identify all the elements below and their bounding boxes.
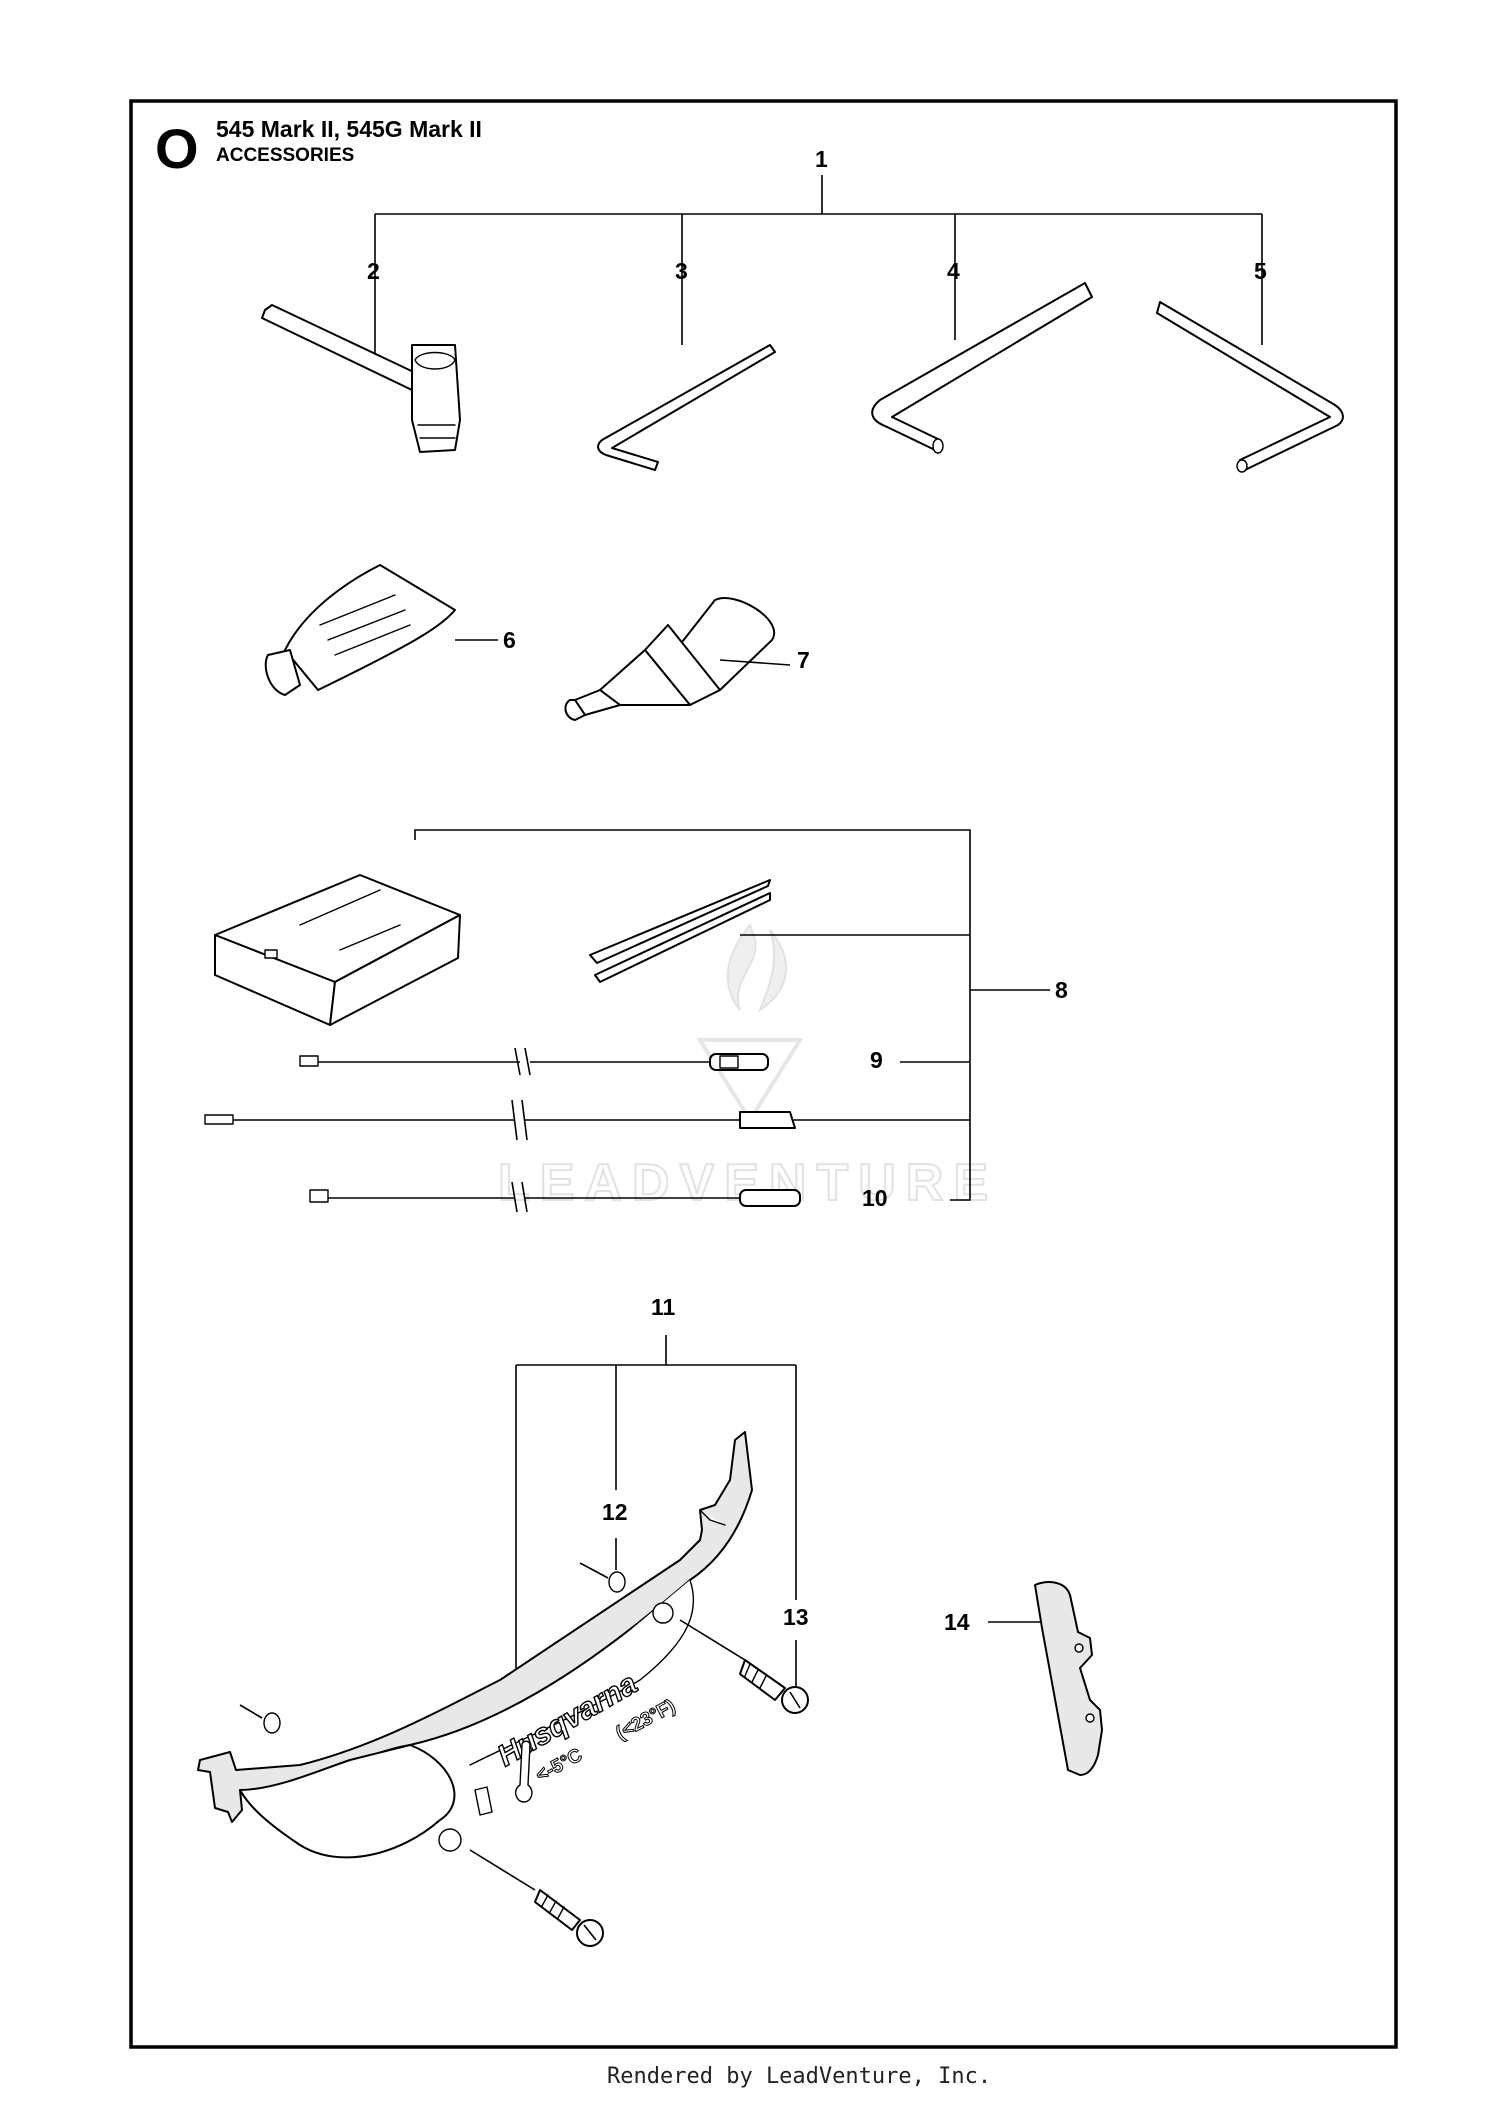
leader-group-1 xyxy=(374,175,1263,355)
callout-9: 9 xyxy=(870,1047,883,1073)
leader-group-8 xyxy=(414,829,1050,1201)
part-9-cable xyxy=(299,1047,769,1076)
callout-13: 13 xyxy=(783,1604,809,1630)
part-4-hex-key-large xyxy=(871,282,1093,454)
footer-credit: Rendered by LeadVenture, Inc. xyxy=(607,2064,991,2089)
callout-1: 1 xyxy=(815,146,828,172)
part-5-torx-key xyxy=(1156,301,1344,473)
part-3-hex-key-small xyxy=(597,344,776,471)
callout-7: 7 xyxy=(797,647,810,673)
part-14-bracket xyxy=(1034,1581,1103,1776)
header: O 545 Mark II, 545G Mark II ACCESSORIES xyxy=(155,116,482,180)
diagram-frame xyxy=(129,99,1398,2049)
callout-11: 11 xyxy=(651,1294,676,1320)
part-2-combination-wrench xyxy=(261,304,461,453)
page-subtitle: ACCESSORIES xyxy=(216,145,354,166)
watermark-flame-icon xyxy=(726,922,787,1013)
page-title: 545 Mark II, 545G Mark II xyxy=(216,116,482,142)
callout-2: 2 xyxy=(367,258,380,284)
callout-5: 5 xyxy=(1254,258,1267,284)
callout-6: 6 xyxy=(503,627,516,653)
part-10-cable xyxy=(309,1181,801,1213)
part-7-piston-stop-tool xyxy=(564,597,791,721)
part-8-diagnostic-box xyxy=(214,874,461,1026)
cover-slot xyxy=(474,1786,493,1816)
part-13-screw xyxy=(469,1619,809,1947)
part-8-tweezers xyxy=(589,879,771,983)
callout-14: 14 xyxy=(944,1609,970,1635)
callout-3: 3 xyxy=(675,258,688,284)
part-12-washer xyxy=(239,1562,626,1734)
cover-mount-hole-lower xyxy=(438,1828,462,1852)
callout-labels: 1 2 3 4 5 6 7 8 9 10 11 12 13 14 xyxy=(367,146,1267,1635)
callout-10: 10 xyxy=(862,1185,888,1211)
callout-8: 8 xyxy=(1055,977,1068,1003)
part-8-cable xyxy=(204,1099,796,1141)
callout-12: 12 xyxy=(602,1499,628,1525)
callout-4: 4 xyxy=(947,258,960,284)
cover-mount-hole xyxy=(652,1602,674,1624)
watermark-v-icon xyxy=(696,1038,804,1124)
thermometer-icon xyxy=(514,1740,533,1803)
part-11-winter-cover: Husqvarna <-5°C (<23°F) xyxy=(197,1431,753,1859)
section-letter: O xyxy=(155,117,199,180)
part-6-grease-tube xyxy=(264,564,498,696)
leader-group-11 xyxy=(515,1335,1043,1695)
